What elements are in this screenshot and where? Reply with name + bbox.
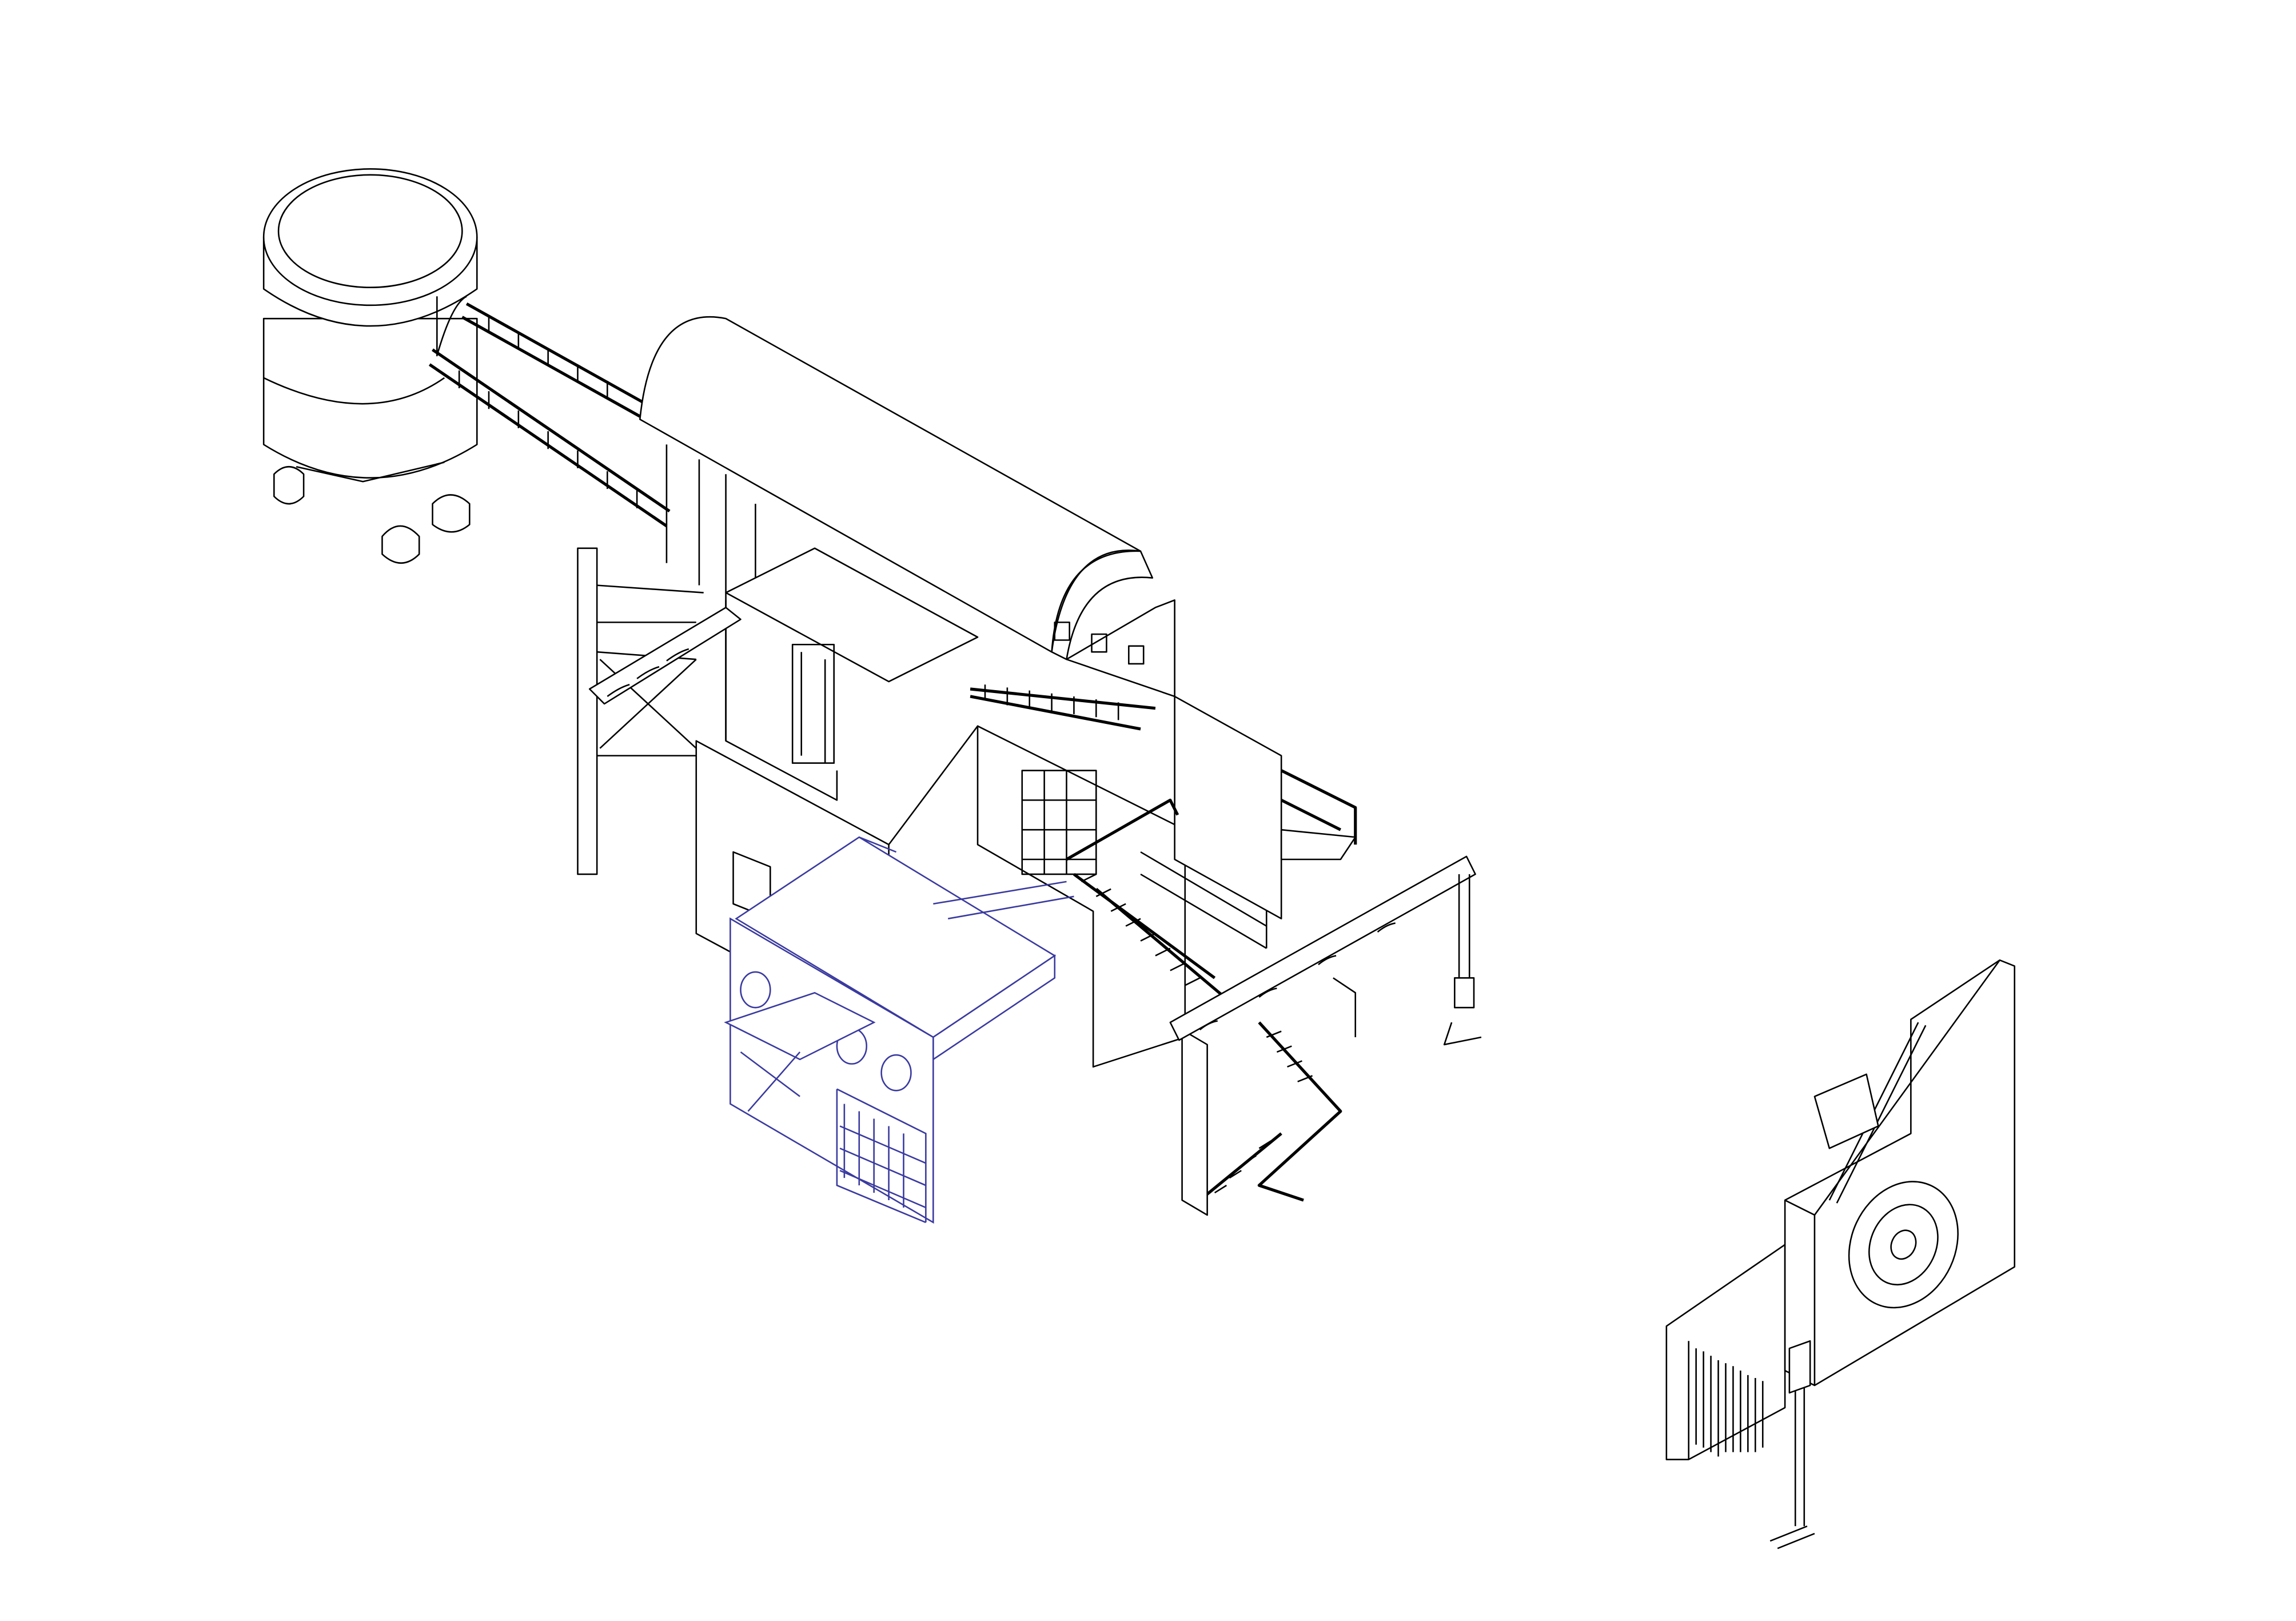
blue-structure	[724, 836, 1074, 1224]
vaulted-roof	[639, 316, 1175, 698]
railing	[1280, 769, 1357, 861]
truss-tower	[577, 547, 742, 875]
beam	[1169, 855, 1482, 1046]
cylindrical-tank	[262, 168, 478, 564]
wall-with-disc	[1665, 959, 2016, 1550]
ladder-bridge	[428, 302, 671, 528]
staircase	[1066, 798, 1342, 1216]
grating	[970, 684, 1156, 731]
